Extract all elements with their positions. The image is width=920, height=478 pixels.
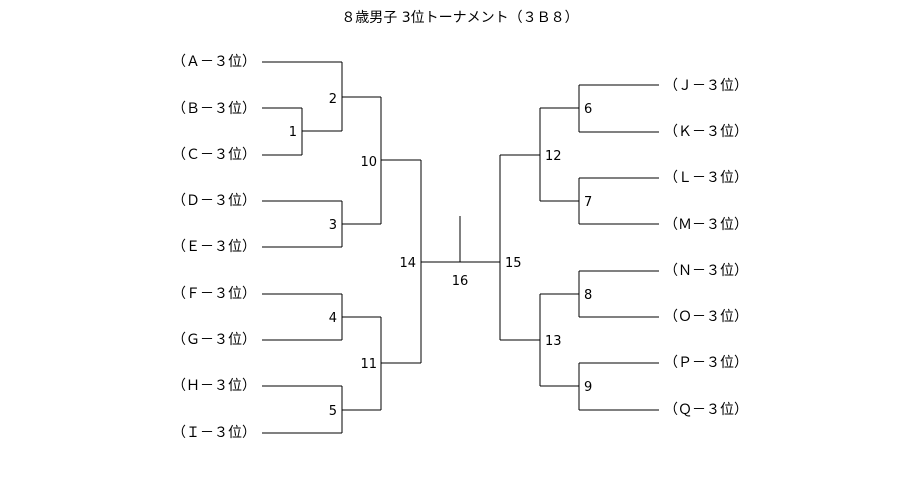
match-number: 5 <box>329 404 337 419</box>
entry-label: （Ｊ－３位） <box>664 78 748 94</box>
right-entries: （Ｊ－３位） （Ｋ－３位） （Ｌ－３位） （Ｍ－３位） （Ｎ－３位） （Ｏ－３位… <box>664 78 748 418</box>
entry-label: （Ｄ－３位） <box>172 193 256 209</box>
match-number: 15 <box>505 256 522 271</box>
right-bracket-lines <box>499 84 659 411</box>
match-number: 12 <box>545 149 562 164</box>
entry-label: （Ｌ－３位） <box>664 170 748 186</box>
entry-label: （Ｋ－３位） <box>664 124 748 140</box>
match-number: 9 <box>584 380 592 395</box>
entry-label: （Ｃ－３位） <box>172 147 256 163</box>
match-number: 2 <box>329 92 337 107</box>
entry-label: （Ｈ－３位） <box>172 378 256 394</box>
left-entries: （Ａ－３位） （Ｂ－３位） （Ｃ－３位） （Ｄ－３位） （Ｅ－３位） （Ｆ－３位… <box>172 54 256 441</box>
entry-label: （Ｎ－３位） <box>664 263 748 279</box>
final-lines <box>421 216 500 263</box>
entry-label: （Ｏ－３位） <box>664 309 748 325</box>
match-number: 16 <box>452 274 469 289</box>
match-number: 4 <box>329 311 337 326</box>
entry-label: （Ｐ－３位） <box>664 355 748 371</box>
match-number: 6 <box>584 102 592 117</box>
match-number: 1 <box>289 125 297 140</box>
entry-label: （Ｍ－３位） <box>664 217 748 233</box>
entry-label: （Ａ－３位） <box>172 54 256 70</box>
match-numbers: 1 2 3 4 5 6 7 8 9 10 11 12 13 14 15 16 <box>289 92 593 419</box>
entry-label: （Ｂ－３位） <box>172 101 256 117</box>
entry-label: （Ｉ－３位） <box>172 425 256 441</box>
bracket-title: ８歳男子 3位トーナメント（３Ｂ８） <box>341 10 578 26</box>
entry-label: （Ｆ－３位） <box>172 286 256 302</box>
match-number: 14 <box>399 256 416 271</box>
entry-label: （Ｅ－３位） <box>172 239 256 255</box>
match-number: 13 <box>545 334 562 349</box>
left-bracket-lines <box>262 61 422 434</box>
match-number: 8 <box>584 288 592 303</box>
match-number: 3 <box>329 218 337 233</box>
match-number: 7 <box>584 195 592 210</box>
entry-label: （Ｑ－３位） <box>664 402 748 418</box>
match-number: 10 <box>360 155 377 170</box>
match-number: 11 <box>360 357 377 372</box>
entry-label: （Ｇ－３位） <box>172 332 256 348</box>
